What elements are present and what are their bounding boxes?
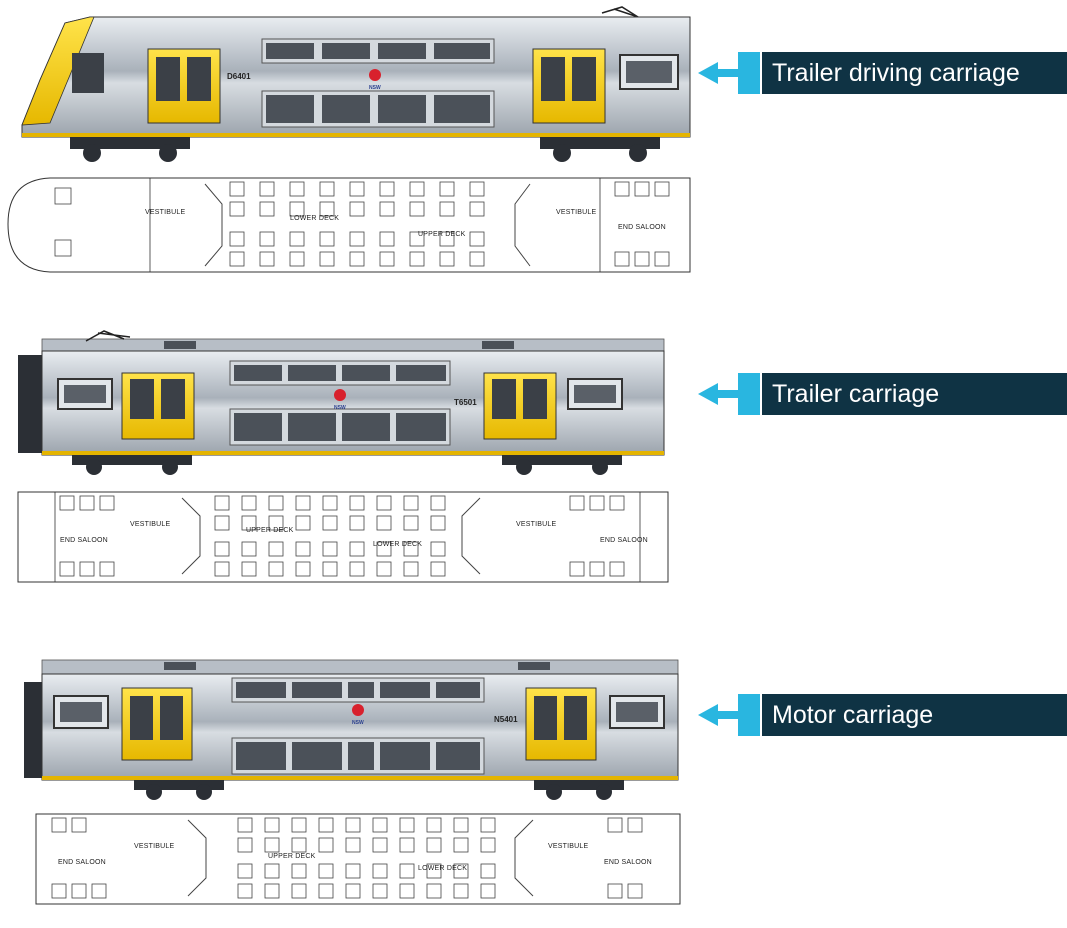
trailer-floor-plan: END SALOON VESTIBULE UPPER DECK LOWER DE…	[17, 491, 669, 583]
plan-label: LOWER DECK	[373, 541, 422, 548]
nsw-logo-text: NSW	[352, 720, 364, 726]
carriage-trailer: NSW T6501 END SALOON VESTIBULE UPPER DEC…	[0, 320, 1067, 590]
trailer-side-view: NSW T6501	[18, 330, 665, 475]
callout-motor: Motor carriage	[698, 694, 1067, 736]
nsw-logo-text: NSW	[334, 405, 346, 411]
callout-label-box: Motor carriage	[762, 694, 1067, 736]
plan-label: UPPER DECK	[418, 231, 466, 238]
trailer-driving-floor-plan: VESTIBULE LOWER DECK UPPER DECK VESTIBUL…	[7, 177, 691, 273]
motor-side-view: NSW N5401	[24, 659, 679, 800]
plan-label: END SALOON	[604, 859, 652, 866]
plan-label: VESTIBULE	[516, 521, 556, 528]
callout-arrow-icon	[698, 52, 760, 94]
carriage-number: N5401	[494, 715, 518, 724]
callout-label-box: Trailer driving carriage	[762, 52, 1067, 94]
callout-label: Trailer driving carriage	[772, 59, 1020, 87]
callout-trailer-driving: Trailer driving carriage	[698, 52, 1067, 94]
carriage-number: D6401	[227, 72, 251, 81]
callout-label: Trailer carriage	[772, 380, 940, 408]
plan-label: LOWER DECK	[290, 215, 339, 222]
plan-label: END SALOON	[58, 859, 106, 866]
carriage-trailer-driving: NSW D6401 VESTIBULE LOWER DECK UPPER DEC…	[0, 0, 1067, 290]
plan-label: VESTIBULE	[548, 843, 588, 850]
plan-label: VESTIBULE	[556, 209, 596, 216]
callout-arrow-icon	[698, 373, 760, 415]
plan-label: END SALOON	[60, 537, 108, 544]
callout-label-box: Trailer carriage	[762, 373, 1067, 415]
plan-label: VESTIBULE	[130, 521, 170, 528]
carriage-number: T6501	[454, 398, 477, 407]
plan-label: UPPER DECK	[246, 527, 294, 534]
plan-label: END SALOON	[618, 224, 666, 231]
plan-label: VESTIBULE	[145, 209, 185, 216]
plan-label: UPPER DECK	[268, 853, 316, 860]
plan-label: VESTIBULE	[134, 843, 174, 850]
callout-label: Motor carriage	[772, 701, 934, 729]
carriage-motor: NSW N5401 END SALOON VESTIBULE UPPER DEC…	[0, 640, 1067, 928]
plan-label: LOWER DECK	[418, 865, 467, 872]
nsw-logo-text: NSW	[369, 85, 381, 91]
trailer-driving-side-view: NSW D6401	[21, 6, 691, 162]
callout-trailer: Trailer carriage	[698, 373, 1067, 415]
motor-floor-plan: END SALOON VESTIBULE UPPER DECK LOWER DE…	[35, 813, 681, 905]
callout-arrow-icon	[698, 694, 760, 736]
plan-label: END SALOON	[600, 537, 648, 544]
